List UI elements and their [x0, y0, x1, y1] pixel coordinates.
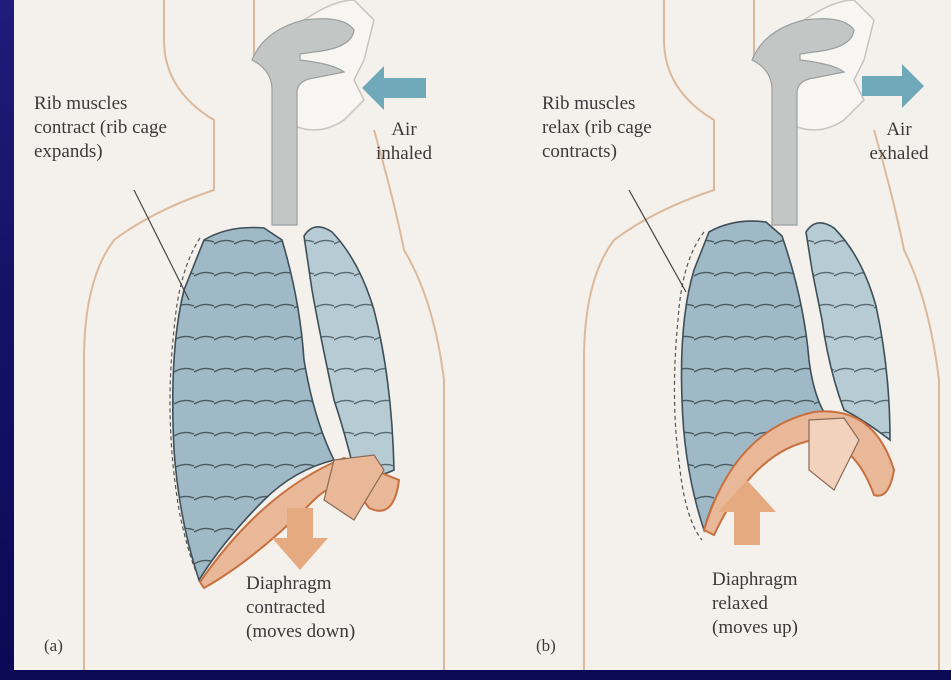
panel-letter-a: (a)	[44, 634, 63, 658]
panel-letter-b: (b)	[536, 634, 556, 658]
air-exhaled-arrow	[862, 64, 924, 108]
diaphragm-label-b: Diaphragm relaxed (moves up)	[712, 568, 798, 640]
air-inhaled-label: Air inhaled	[359, 118, 449, 166]
air-exhaled-label: Air exhaled	[854, 118, 944, 166]
diaphragm-label-a: Diaphragm contracted (moves down)	[246, 572, 355, 644]
rib-muscles-label-a: Rib muscles contract (rib cage expands)	[34, 92, 167, 164]
rib-leader-a	[134, 190, 189, 300]
air-inhaled-arrow	[362, 66, 426, 110]
rib-leader-b	[629, 190, 686, 292]
figure-panel: Rib muscles contract (rib cage expands) …	[14, 0, 951, 670]
rib-muscles-label-b: Rib muscles relax (rib cage contracts)	[542, 92, 652, 164]
